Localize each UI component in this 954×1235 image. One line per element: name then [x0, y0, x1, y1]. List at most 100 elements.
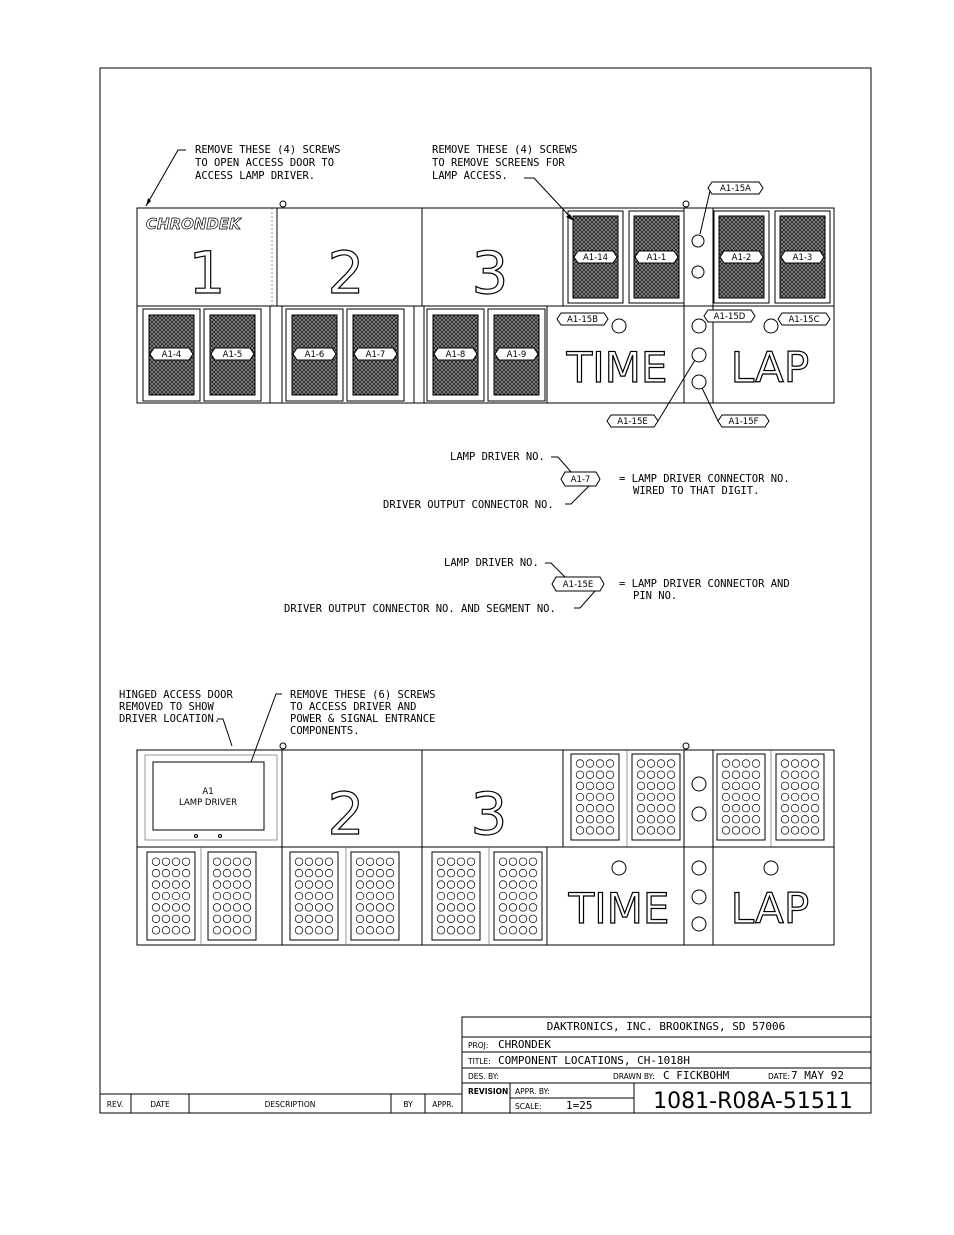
lamp-bulb [518, 857, 528, 866]
lamp-bulb [171, 914, 181, 924]
tag-a1-6: A1-6 [305, 350, 325, 360]
lamp-board [716, 753, 766, 841]
scale-value: 1=25 [566, 1099, 593, 1112]
lamp-screen[interactable]: A1-5 [203, 308, 262, 402]
word-lap: LAP [731, 343, 809, 392]
lamp-bulb [324, 868, 334, 878]
lamp-bulb [436, 891, 446, 901]
revision-table: REV. DATE DESCRIPTION BY APPR. [99, 1093, 463, 1114]
digit-1: 1 [189, 239, 226, 307]
svg-text:A1-15E: A1-15E [563, 580, 593, 590]
lamp-bulb [446, 868, 456, 878]
lamp-bulb [446, 891, 456, 901]
lamp-bulb [498, 891, 508, 901]
tag-a1-1: A1-1 [647, 253, 667, 263]
lamp-bulb [800, 781, 810, 791]
tag-a1-8: A1-8 [446, 350, 466, 360]
svg-text:DES. BY:: DES. BY: [468, 1072, 499, 1081]
lamp-screen[interactable]: A1-8 [426, 308, 485, 402]
lamp-screen[interactable]: A1-14 [567, 210, 624, 304]
lamp-bulb [741, 792, 751, 802]
lamp-screen[interactable]: A1-9 [487, 308, 546, 402]
svg-text:REMOVE THESE (6) SCREWS: REMOVE THESE (6) SCREWS [290, 689, 435, 701]
lamp-bulb [446, 903, 456, 912]
driver-label: LAMP DRIVER [179, 798, 237, 808]
svg-text:A1-15D: A1-15D [714, 312, 746, 322]
lamp-bulb [181, 880, 191, 889]
svg-text:WIRED TO THAT DIGIT.: WIRED TO THAT DIGIT. [633, 485, 759, 497]
lamp-bulb [518, 914, 528, 924]
lamp-bulb [666, 781, 676, 791]
lamp-bulb [161, 857, 171, 866]
lamp-bulb [365, 868, 375, 878]
lamp-bulb [151, 891, 161, 901]
tag-a1-5: A1-5 [223, 350, 243, 360]
lamp-bulb [151, 880, 161, 889]
lamp-bulb [666, 759, 676, 768]
drawing-title: COMPONENT LOCATIONS, CH-1018H [498, 1054, 690, 1067]
svg-text:LAMP ACCESS.: LAMP ACCESS. [432, 170, 508, 182]
lamp-bulb [222, 868, 232, 878]
lamp-bulb [656, 815, 666, 824]
lamp-screen[interactable]: A1-4 [142, 308, 201, 402]
lamp-screen[interactable]: A1-2 [713, 210, 770, 304]
lamp-bulb [385, 868, 395, 878]
lamp-bulb [466, 868, 476, 878]
lamp-bulb [355, 880, 365, 889]
lamp-bulb [636, 803, 646, 813]
lamp-bulb [575, 770, 585, 779]
upper-screens: A1-14 A1-1 A1-2 A1-3 [567, 210, 831, 304]
driver-label: A1 [202, 787, 213, 797]
lamp-bulb [585, 803, 595, 813]
lamp-bulb [242, 914, 252, 924]
lamp-bulb [721, 792, 731, 802]
lamp-bulb [456, 903, 466, 912]
lamp-bulb [741, 815, 751, 824]
lamp-bulb [242, 868, 252, 878]
lamp-bulb [161, 926, 171, 935]
lamp-bulb [575, 759, 585, 768]
lamp-bulb [385, 891, 395, 901]
lamp-bulb [810, 815, 820, 824]
lamp-bulb [656, 759, 666, 768]
lamp-bulb [466, 880, 476, 889]
lamp-bulb [304, 857, 314, 866]
lamp-bulb [212, 903, 222, 912]
lamp-screen[interactable]: A1-1 [628, 210, 685, 304]
lamp-bulb [232, 891, 242, 901]
lamp-board [207, 851, 257, 941]
lamp-bulb [446, 914, 456, 924]
lamp-bulb [731, 826, 741, 835]
tag-a1-4: A1-4 [162, 350, 182, 360]
lamp-screen[interactable]: A1-7 [346, 308, 405, 402]
svg-text:HINGED ACCESS DOOR: HINGED ACCESS DOOR [119, 689, 233, 701]
lamp-bulb [151, 903, 161, 912]
lamp-bulb [365, 880, 375, 889]
title-block: DAKTRONICS, INC. BROOKINGS, SD 57006 PRO… [461, 1016, 872, 1114]
lamp-bulb [385, 903, 395, 912]
lamp-bulb [646, 826, 656, 835]
svg-text:COMPONENTS.: COMPONENTS. [290, 725, 360, 737]
lamp-screen[interactable]: A1-6 [285, 308, 344, 402]
lamp-bulb [528, 880, 538, 889]
lamp-bulb [721, 770, 731, 779]
lamp-bulb [365, 914, 375, 924]
lamp-bulb [646, 770, 656, 779]
lamp-bulb [355, 903, 365, 912]
lamp-bulb [242, 857, 252, 866]
svg-text:REV.: REV. [107, 1100, 124, 1109]
lamp-bulb [324, 903, 334, 912]
lamp-bulb [595, 815, 605, 824]
drawing-date: 7 MAY 92 [791, 1069, 844, 1082]
lamp-bulb [171, 903, 181, 912]
lamp-screen[interactable]: A1-3 [774, 210, 831, 304]
lamp-bulb [294, 914, 304, 924]
lamp-bulb [731, 803, 741, 813]
lamp-board [493, 851, 543, 941]
lamp-bulb [222, 926, 232, 935]
svg-text:DRIVER LOCATION.: DRIVER LOCATION. [119, 713, 220, 725]
lamp-bulb [456, 926, 466, 935]
drawn-by: C FICKBOHM [663, 1069, 730, 1082]
lamp-bulb [242, 926, 252, 935]
lamp-bulb [810, 759, 820, 768]
